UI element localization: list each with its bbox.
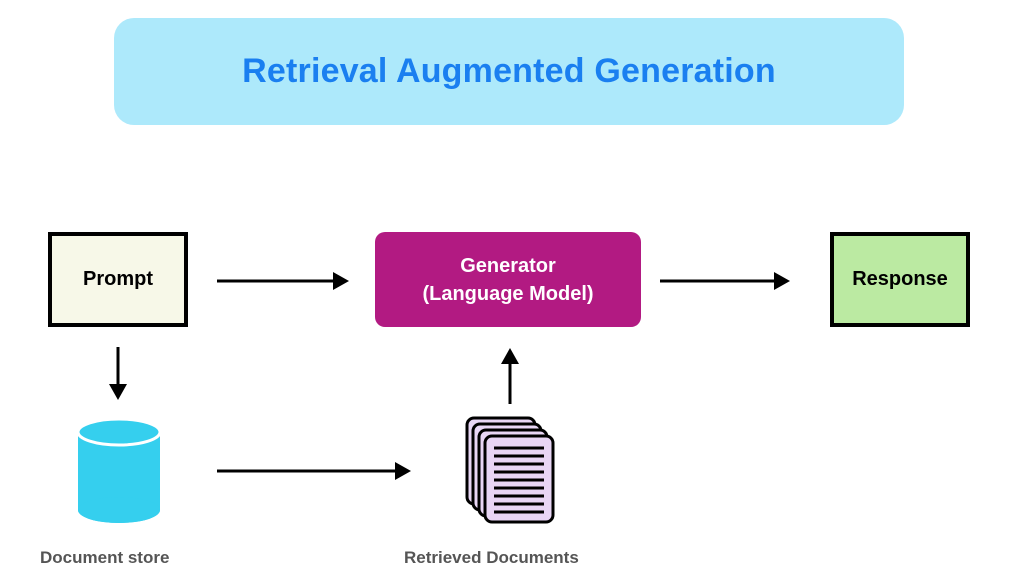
document-stack-icon	[465, 416, 555, 524]
response-box: Response	[830, 232, 970, 327]
generator-label-line1: Generator	[460, 254, 556, 277]
response-label: Response	[852, 268, 948, 290]
database-cylinder-icon	[76, 417, 162, 523]
diagram-title: Retrieval Augmented Generation	[242, 52, 776, 90]
title-banner: Retrieval Augmented Generation	[114, 18, 904, 125]
generator-label-line2: (Language Model)	[422, 282, 594, 305]
generator-box: Generator (Language Model)	[375, 232, 641, 327]
arrow-prompt-to-generator	[217, 272, 349, 290]
prompt-box: Prompt	[48, 232, 188, 327]
prompt-label: Prompt	[83, 268, 153, 290]
document-sheet-front	[483, 434, 555, 524]
arrow-prompt-to-document-store	[109, 347, 127, 400]
arrow-retrieved-to-generator	[501, 348, 519, 404]
document-store-caption: Document store	[40, 548, 170, 567]
arrow-document-store-to-retrieved	[217, 462, 411, 480]
retrieved-documents-caption: Retrieved Documents	[404, 548, 579, 567]
arrow-generator-to-response	[660, 272, 790, 290]
